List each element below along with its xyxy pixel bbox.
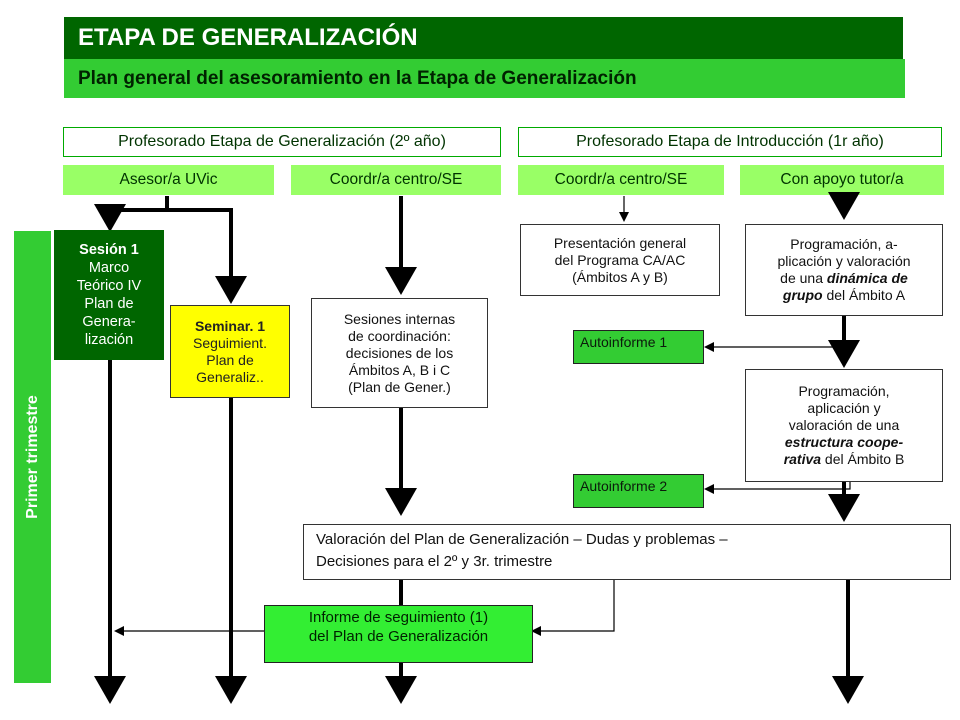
autoinforme1-box: Autoinforme 1 [573, 330, 704, 364]
sesiones-internas-box: Sesiones internas de coordinación: decis… [311, 298, 488, 408]
autoinforme2-box: Autoinforme 2 [573, 474, 704, 508]
programacion-a-emphasis: grupo [782, 287, 823, 303]
sesion1-line: Marco [88, 260, 130, 276]
presentacion-line: del Programa CA/AC [554, 251, 686, 268]
programacion-ambito-b-box: Programación, aplicación y valoración de… [745, 369, 943, 482]
group-header-generalizacion: Profesorado Etapa de Generalización (2º … [63, 127, 501, 157]
informe-line: del Plan de Generalización [308, 628, 489, 645]
presentacion-box: Presentación general del Programa CA/AC … [520, 224, 720, 296]
programacion-b-emphasis: rativa [783, 451, 822, 467]
programacion-b-line: valoración de una [788, 417, 900, 433]
programacion-a-line: plicación y valoración [777, 253, 911, 269]
programacion-b-line: aplicación y [807, 400, 881, 416]
sesiones-internas-line: decisiones de los [345, 344, 454, 361]
programacion-a-text: del Ámbito A [822, 287, 906, 303]
sesion1-line: Teórico IV [76, 278, 142, 294]
sesion1-title: Sesión 1 [79, 242, 139, 258]
programacion-a-line: de una dinámica de [780, 270, 908, 287]
programacion-a-line: grupo del Ámbito A [783, 287, 905, 304]
sesiones-internas-line: de coordinación: [348, 327, 451, 344]
sesion1-line: Genera- [82, 314, 136, 330]
valoracion-box: Valoración del Plan de Generalización – … [303, 524, 951, 580]
role-header-asesor: Asesor/a UVic [63, 165, 274, 195]
valoracion-line: Decisiones para el 2º y 3r. trimestre [316, 553, 553, 570]
programacion-ambito-a-box: Programación, a- plicación y valoración … [745, 224, 943, 316]
programacion-b-line: rativa del Ámbito B [784, 451, 905, 468]
page-subtitle: Plan general del asesoramiento en la Eta… [64, 59, 905, 98]
group-header-introduccion: Profesorado Etapa de Introducción (1r añ… [518, 127, 942, 157]
informe-line: Informe de seguimiento (1) [308, 609, 489, 626]
role-header-tutor: Con apoyo tutor/a [740, 165, 944, 195]
trimester-label: Primer trimestre [14, 231, 51, 683]
programacion-a-emphasis: dinámica de [826, 270, 908, 286]
programacion-a-text: de una [780, 270, 827, 286]
sesiones-internas-line: Ámbitos A, B i C [348, 361, 451, 378]
valoracion-line: Valoración del Plan de Generalización – … [316, 531, 728, 548]
sesion1-box: Sesión 1 Marco Teórico IV Plan de Genera… [54, 230, 164, 360]
seminar1-line: Generaliz.. [196, 368, 264, 385]
seminar1-title: Seminar. 1 [194, 317, 266, 334]
presentacion-line: (Ámbitos A y B) [572, 268, 668, 285]
informe-seguimiento-box: Informe de seguimiento (1) del Plan de G… [264, 605, 533, 663]
programacion-a-line: Programación, a- [790, 236, 898, 252]
role-header-coord-intro: Coordr/a centro/SE [518, 165, 724, 195]
seminar1-line: Seguimient. [193, 334, 267, 351]
programacion-b-line: Programación, [798, 383, 890, 399]
presentacion-line: Presentación general [553, 234, 687, 251]
page-title: ETAPA DE GENERALIZACIÓN [64, 17, 903, 59]
sesion1-line: lización [84, 332, 134, 348]
programacion-b-emphasis: estructura coope- [784, 434, 904, 450]
programacion-b-text: del Ámbito B [821, 451, 905, 467]
sesiones-internas-line: Sesiones internas [343, 310, 456, 327]
sesiones-internas-line: (Plan de Gener.) [348, 378, 451, 395]
role-header-coord-gen: Coordr/a centro/SE [291, 165, 501, 195]
sesion1-line: Plan de [84, 296, 134, 312]
seminar1-line: Plan de [206, 351, 254, 368]
seminar1-box: Seminar. 1 Seguimient. Plan de Generaliz… [170, 305, 290, 398]
